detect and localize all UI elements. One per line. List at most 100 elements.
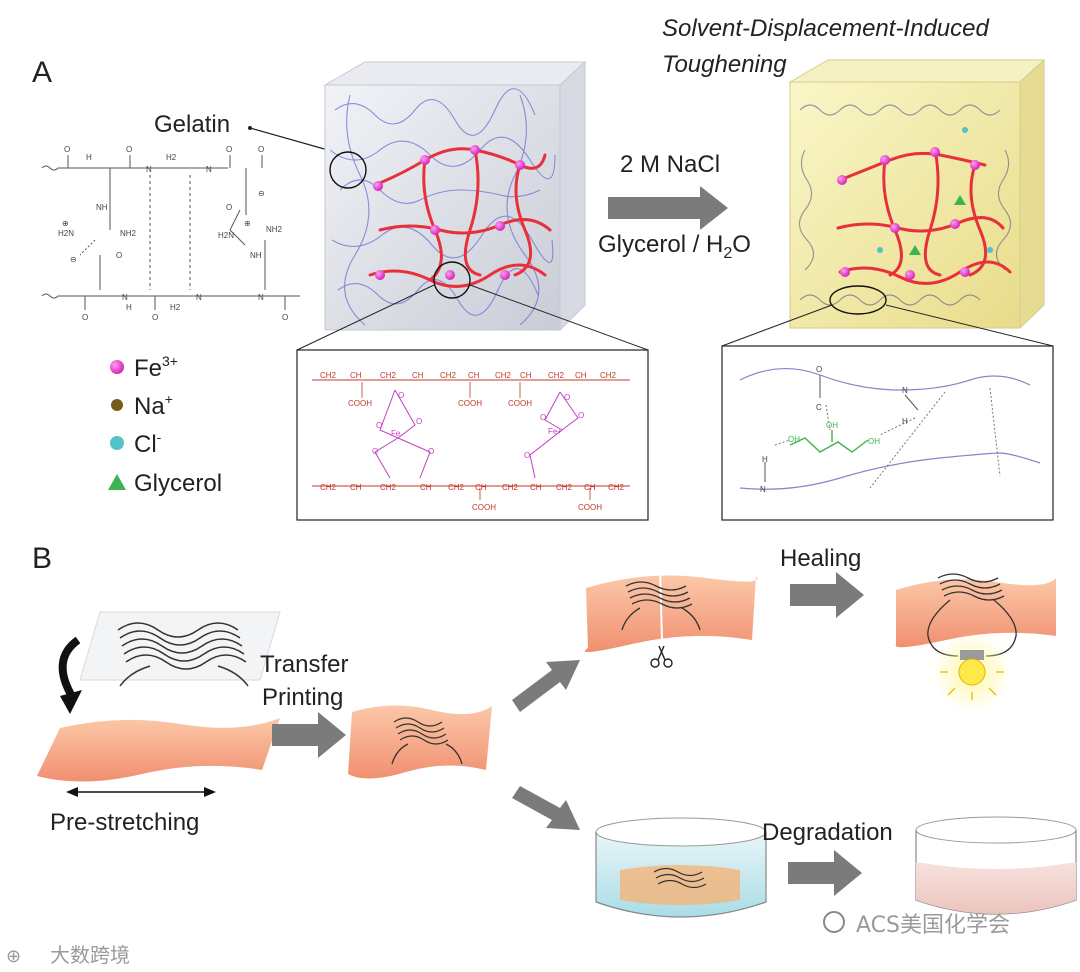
box1-o-6: O bbox=[564, 393, 570, 402]
box1-o-4: O bbox=[372, 447, 378, 456]
circuit-substrate bbox=[79, 611, 281, 687]
chem-h2-2: H2 bbox=[170, 303, 181, 312]
transfer-label-line2: Printing bbox=[262, 684, 343, 711]
branch-arrow-up bbox=[512, 660, 580, 712]
patch-prestretched bbox=[37, 718, 280, 782]
healing-label: Healing bbox=[780, 545, 861, 572]
chem-oplus-1: ⊕ bbox=[62, 219, 69, 228]
pre-stretching-label: Pre-stretching bbox=[50, 809, 199, 836]
zoom-line-1b bbox=[469, 284, 649, 351]
chem-n-2: N bbox=[206, 165, 212, 174]
box1-ch-3: CH bbox=[468, 371, 480, 380]
healing-arrow bbox=[790, 572, 864, 618]
fe-coordination-box: CH2 CH CH2 CH CH2 CH CH2 CH CH2 CH CH2 C… bbox=[296, 349, 649, 521]
beaker-with-patch bbox=[595, 817, 767, 918]
chem-ominus-2: ⊖ bbox=[258, 189, 265, 198]
box2-oh-2: OH bbox=[826, 421, 838, 430]
chem-o-8: O bbox=[152, 313, 158, 322]
led-bulb-icon bbox=[940, 650, 1004, 700]
chem-h2n-2: H2N bbox=[218, 231, 234, 240]
zoom-line-2a bbox=[721, 304, 833, 347]
degradation-label: Degradation bbox=[762, 819, 893, 846]
chem-h2n-1: H2N bbox=[58, 229, 74, 238]
box1-ch2-9: CH2 bbox=[448, 483, 465, 492]
box1-o-7: O bbox=[540, 413, 546, 422]
box1-o-9: O bbox=[524, 451, 530, 460]
flip-arrow bbox=[58, 636, 81, 701]
watermark-left-text: 大数跨境 bbox=[50, 943, 130, 967]
legend: Fe3+ Na+ Cl- Glycerol bbox=[108, 353, 222, 497]
box1-ch-6: CH bbox=[350, 483, 362, 492]
process-arrow-a bbox=[608, 186, 728, 230]
chem-o-4: O bbox=[258, 145, 264, 154]
legend-cl-icon bbox=[110, 436, 124, 450]
box1-ch2-6: CH2 bbox=[600, 371, 617, 380]
zoom-line-2b bbox=[885, 304, 1054, 347]
beaker-degraded bbox=[915, 816, 1077, 915]
box1-ch-9: CH bbox=[530, 483, 542, 492]
toughening-title-line2: Toughening bbox=[662, 51, 787, 78]
box1-fe-plus: Fe+ bbox=[548, 427, 562, 436]
gelatin-label: Gelatin bbox=[154, 111, 230, 138]
glycerol-zoom-ellipse bbox=[829, 285, 887, 315]
gelatin-zoom-circle bbox=[329, 151, 367, 189]
toughening-title-line1: Solvent-Displacement-Induced bbox=[662, 15, 989, 42]
panel-b-label: B bbox=[32, 542, 52, 575]
chem-ominus-1: ⊖ bbox=[70, 255, 77, 264]
chem-h2-1: H2 bbox=[166, 153, 177, 162]
chem-nh-1: NH bbox=[96, 203, 108, 212]
watermark-left-icon: ⊕ bbox=[6, 946, 21, 967]
watermark-right: ACS美国化学会 bbox=[823, 911, 1010, 938]
transfer-arrow bbox=[272, 712, 346, 758]
printed-patch bbox=[348, 705, 492, 779]
chem-o-5: O bbox=[116, 251, 122, 260]
box1-ch2-3: CH2 bbox=[440, 371, 457, 380]
legend-na-label: Na+ bbox=[134, 391, 173, 420]
chem-h-1: H bbox=[86, 153, 92, 162]
gelatin-pointer-dot bbox=[248, 126, 252, 130]
legend-fe-label: Fe3+ bbox=[134, 353, 178, 382]
box1-o-1: O bbox=[398, 391, 404, 400]
box1-ch-5: CH bbox=[575, 371, 587, 380]
branch-arrow-down bbox=[512, 786, 580, 830]
healed-patch bbox=[895, 573, 1056, 657]
chem-o-7: O bbox=[82, 313, 88, 322]
chem-o-3: O bbox=[226, 145, 232, 154]
gelatin-hydrogel-cube bbox=[323, 60, 587, 332]
box1-o-2: O bbox=[376, 421, 382, 430]
chem-o-6: O bbox=[226, 203, 232, 212]
glycerol-hbond-box: O C N H OH OH OH H N bbox=[721, 345, 1054, 521]
chem-o-1: O bbox=[64, 145, 70, 154]
box1-ch-2: CH bbox=[412, 371, 424, 380]
box1-cooh-2: COOH bbox=[458, 399, 482, 408]
box2-h-2: H bbox=[762, 455, 768, 464]
watermark-right-text: ACS美国化学会 bbox=[856, 913, 1010, 938]
box1-ch-8: CH bbox=[475, 483, 487, 492]
box1-cooh-1: COOH bbox=[348, 399, 372, 408]
chem-h-2: H bbox=[126, 303, 132, 312]
box1-cooh-5: COOH bbox=[578, 503, 602, 512]
arrow-label-nacl: 2 M NaCl bbox=[620, 151, 720, 178]
chem-n-1: N bbox=[146, 165, 152, 174]
box1-ch2-2: CH2 bbox=[380, 371, 397, 380]
chem-nh2-2: NH2 bbox=[266, 225, 283, 234]
chem-oplus-2: ⊕ bbox=[244, 219, 251, 228]
legend-glycerol-label: Glycerol bbox=[134, 470, 222, 497]
box2-h-1: H bbox=[902, 417, 908, 426]
wechat-icon bbox=[823, 911, 845, 933]
arrow-label-glycerol: Glycerol / H2O bbox=[598, 231, 751, 262]
chem-nh-2: NH bbox=[250, 251, 262, 260]
box1-ch2-4: CH2 bbox=[495, 371, 512, 380]
box1-ch2-12: CH2 bbox=[608, 483, 625, 492]
watermark-left: ⊕ 大数跨境 bbox=[6, 943, 130, 967]
scissors-icon bbox=[650, 645, 673, 668]
box2-c: C bbox=[816, 403, 822, 412]
chem-n-5: N bbox=[258, 293, 264, 302]
box1-ch2-1: CH2 bbox=[320, 371, 337, 380]
legend-fe-icon bbox=[110, 360, 124, 374]
box2-n-2: N bbox=[760, 485, 766, 494]
backbone-top bbox=[41, 165, 228, 171]
chem-nh2-1: NH2 bbox=[120, 229, 137, 238]
box1-ch-10: CH bbox=[584, 483, 596, 492]
